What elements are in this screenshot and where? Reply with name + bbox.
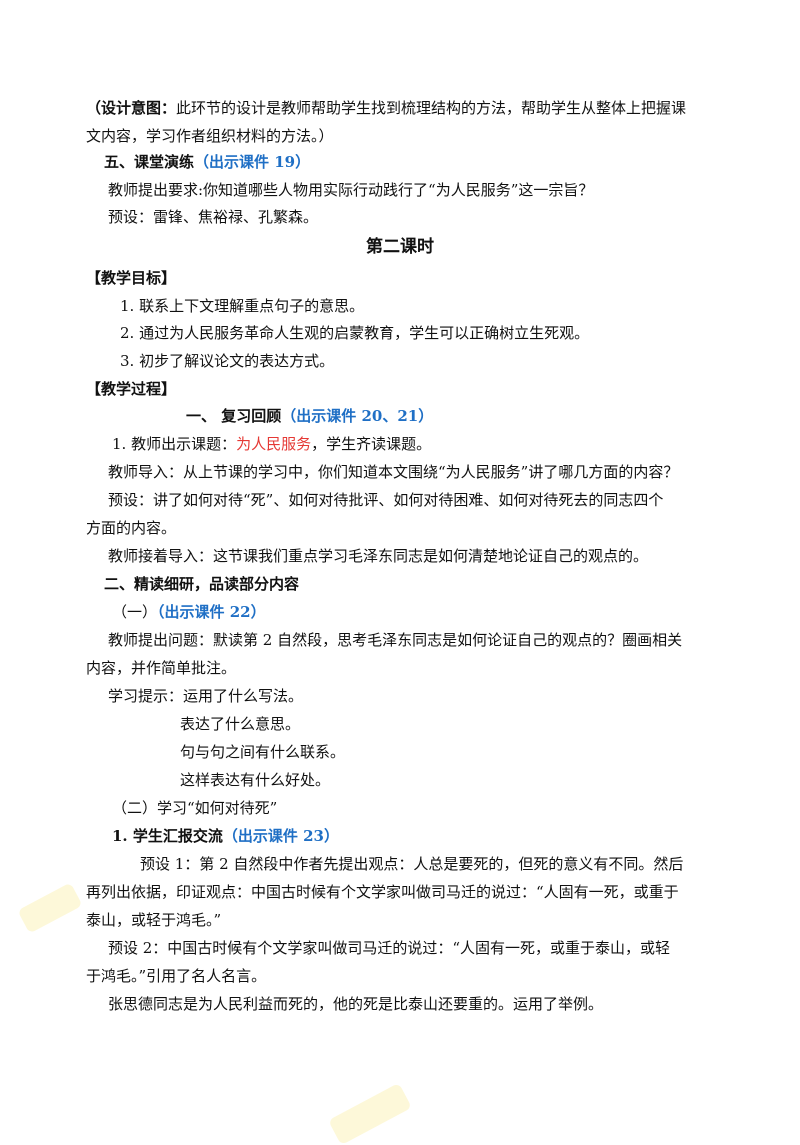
process-header: 【教学过程】 xyxy=(86,380,177,398)
objectives-header: 【教学目标】 xyxy=(86,269,177,287)
part1-courseware: （出示课件 20、21） xyxy=(281,407,434,425)
preset2-line-a: 预设 2：中国古时候有个文学家叫做司马迁的说过：“人固有一死，或重于泰山，或轻 xyxy=(108,939,670,957)
lesson-topic: 为人民服务 xyxy=(236,435,312,453)
study-tip-label: 学习提示： xyxy=(108,687,184,705)
item1-heading: 1. 学生汇报交流（出示课件 23） xyxy=(112,826,339,846)
part2-title: 二、精读细研，品读部分内容 xyxy=(104,575,300,593)
study-tip-item: 表达了什么意思。 xyxy=(180,715,301,733)
example-line: 张思德同志是为人民利益而死的，他的死是比泰山还要重的。运用了举例。 xyxy=(108,995,604,1013)
study-tip-item: 运用了什么写法。 xyxy=(183,687,304,705)
part1-paragraph-3b: 方面的内容。 xyxy=(86,519,177,537)
part1-p1-pre: 1. 教师出示课题： xyxy=(112,435,237,453)
design-note-line-1: （设计意图：此环节的设计是教师帮助学生找到梳理结构的方法，帮助学生从整体上把握课 xyxy=(86,98,686,118)
part1-title: 一、 复习回顾 xyxy=(186,407,282,425)
study-tip-item: 这样表达有什么好处。 xyxy=(180,771,331,789)
part2-sub1-heading: （一）（出示课件 22） xyxy=(112,602,266,622)
part1-paragraph-3a: 预设：讲了如何对待“死”、如何对待批评、如何对待困难、如何对待死去的同志四个 xyxy=(108,491,664,509)
section5-paragraph-1: 教师提出要求:你知道哪些人物用实际行动践行了“为人民服务”这一宗旨？ xyxy=(108,181,594,199)
part1-paragraph-1: 1. 教师出示课题：为人民服务，学生齐读课题。 xyxy=(112,434,431,454)
objective-item: 1. 联系上下文理解重点句子的意思。 xyxy=(120,297,365,315)
preset2-line-b: 于鸿毛。”引用了名人名言。 xyxy=(86,967,267,985)
sub1-label: （一） xyxy=(112,603,158,621)
watermark-blot xyxy=(17,882,83,934)
design-note-line-2: 文内容，学习作者组织材料的方法。） xyxy=(86,127,334,145)
item1-title: 1. 学生汇报交流 xyxy=(112,827,223,845)
study-tip-line: 学习提示：运用了什么写法。 xyxy=(108,686,303,706)
part1-paragraph-2: 教师导入：从上节课的学习中，你们知道本文围绕“为人民服务”讲了哪几方面的内容？ xyxy=(108,463,679,481)
section5-courseware: （出示课件 19） xyxy=(194,153,311,171)
part2-question-b: 内容，并作简单批注。 xyxy=(86,659,237,677)
part2-sub2-heading: （二）学习“如何对待死” xyxy=(112,799,278,817)
watermark-blot xyxy=(328,1082,412,1145)
objective-item: 3. 初步了解议论文的表达方式。 xyxy=(120,352,335,370)
part2-question-a: 教师提出问题：默读第 2 自然段，思考毛泽东同志是如何论证自己的观点的？圈画相关 xyxy=(108,631,683,649)
lesson2-title: 第二课时 xyxy=(366,237,434,257)
item1-courseware: （出示课件 23） xyxy=(222,827,339,845)
design-note-text: 此环节的设计是教师帮助学生找到梳理结构的方法，帮助学生从整体上把握课 xyxy=(176,99,687,117)
objective-item: 2. 通过为人民服务革命人生观的启蒙教育，学生可以正确树立生死观。 xyxy=(120,324,590,342)
section5-heading: 五、课堂演练（出示课件 19） xyxy=(104,152,310,172)
section5-paragraph-2: 预设：雷锋、焦裕禄、孔繁森。 xyxy=(108,208,319,226)
preset1-line-c: 泰山，或轻于鸿毛。” xyxy=(86,911,222,929)
part1-paragraph-4: 教师接着导入：这节课我们重点学习毛泽东同志是如何清楚地论证自己的观点的。 xyxy=(108,547,649,565)
study-tip-item: 句与句之间有什么联系。 xyxy=(180,743,346,761)
sub1-courseware: （出示课件 22） xyxy=(157,603,266,621)
preset1-line-a: 预设 1：第 2 自然段中作者先提出观点：人总是要死的，但死的意义有不同。然后 xyxy=(140,855,684,873)
design-note-label: （设计意图： xyxy=(86,99,177,117)
section5-title: 五、课堂演练 xyxy=(104,153,195,171)
part1-heading: 一、 复习回顾（出示课件 20、21） xyxy=(186,406,433,426)
preset1-line-b: 再列出依据，印证观点：中国古时候有个文学家叫做司马迁的说过：“人固有一死，或重于 xyxy=(86,883,679,901)
part1-p1-post: ，学生齐读课题。 xyxy=(311,435,432,453)
